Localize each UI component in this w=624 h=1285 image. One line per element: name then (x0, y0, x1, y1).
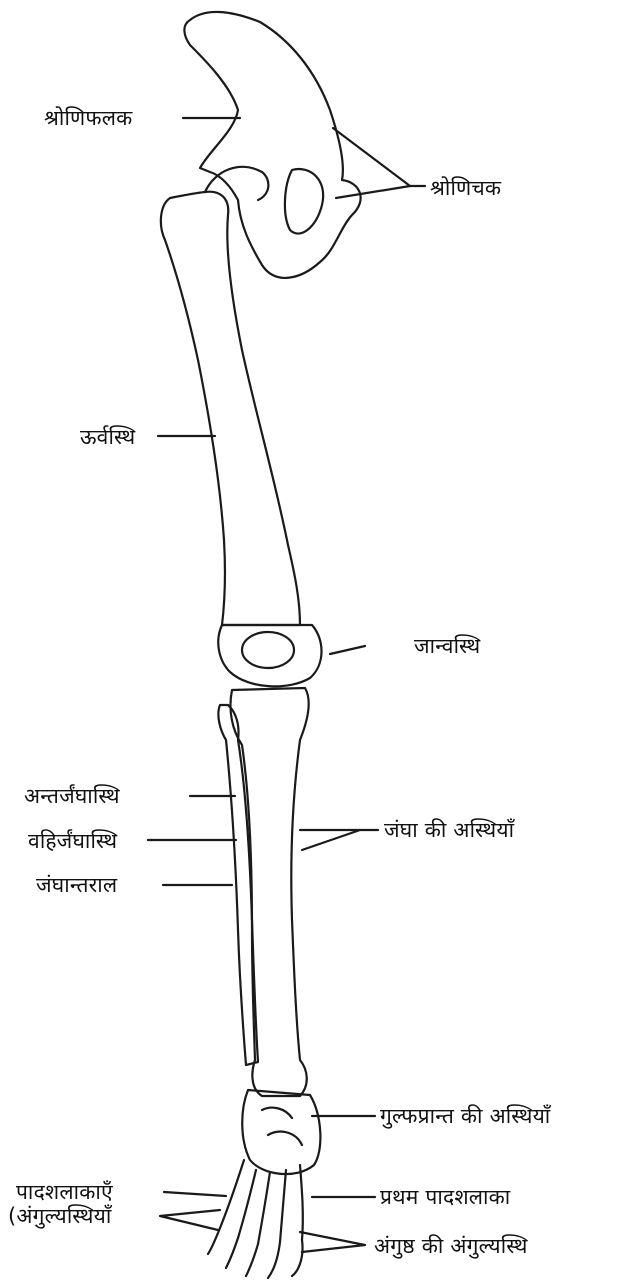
femur-head (205, 167, 268, 200)
metatarsal-2 (280, 1170, 286, 1242)
label-pratham-padshalaka: प्रथम पादशलाका (380, 1185, 510, 1209)
obturator-foramen (285, 169, 323, 234)
label-jangha-asthiyan: जंघा की अस्थियाँ (384, 818, 514, 842)
femur (161, 192, 300, 625)
metatarsal-3 (258, 1172, 270, 1244)
label-gulphaprant: गुल्फप्रान्त की अस्थियाँ (380, 1104, 550, 1128)
label-angulyasthiyan: (अंगुल्यस्थियाँ (8, 1204, 111, 1228)
label-janghantaral: जंघान्तराल (36, 873, 117, 897)
label-antarjanghasthi: अन्तर्जंघास्थि (24, 784, 120, 808)
tibia (230, 688, 308, 1096)
label-padshalakayen: पादशलाकाएँ (16, 1180, 113, 1204)
label-bahirjanghasthi: वहिर्जंघास्थि (28, 829, 117, 853)
knee-joint (218, 625, 321, 686)
toe-phalanges (208, 1228, 303, 1278)
patella (242, 632, 294, 668)
metatarsal-5 (220, 1160, 244, 1228)
label-janvasthi: जान्वस्थि (414, 634, 480, 658)
label-urvasthi: ऊर्वस्थि (80, 425, 135, 449)
label-shronichak: श्रोणिचक (430, 176, 501, 200)
label-shronifalak: श्रोणिफलक (44, 106, 133, 130)
metatarsal-4 (238, 1170, 256, 1238)
label-angushth-angulyasthi: अंगुष्ठ की अंगुल्यस्थि (374, 1234, 528, 1258)
metatarsal-1 (300, 1165, 303, 1240)
hip-bone (184, 12, 360, 278)
